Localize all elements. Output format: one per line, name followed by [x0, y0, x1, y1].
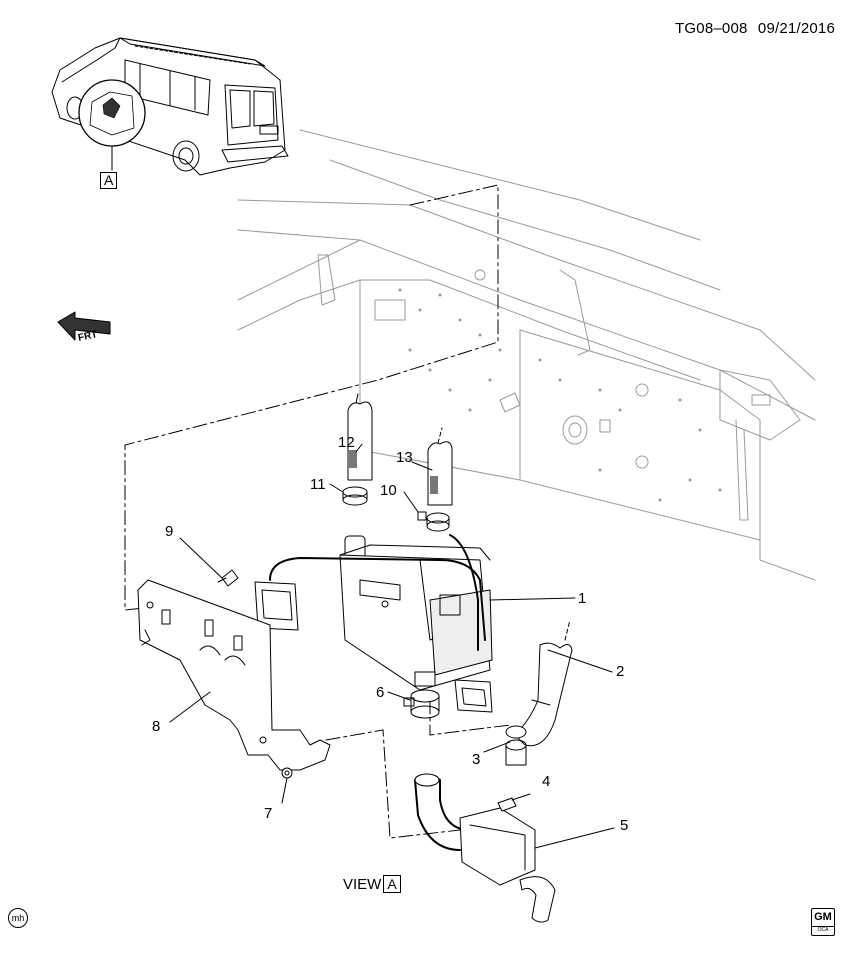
clamp-11 [342, 486, 368, 506]
view-label-text: VIEW [343, 876, 382, 893]
front-arrow-icon [57, 311, 111, 341]
callout-7: 7 [264, 805, 273, 822]
hose-2 [514, 619, 573, 747]
clamp-3 [505, 725, 527, 766]
detail-circle-content [89, 91, 135, 136]
callout-3: 3 [472, 751, 481, 768]
heater-unit [254, 534, 493, 713]
muffler-5 [414, 773, 556, 923]
callout-9: 9 [165, 523, 174, 540]
bracket-8 [137, 579, 331, 771]
gm-logo: GM OCA [811, 908, 835, 936]
leader-lines [169, 443, 615, 849]
callout-8: 8 [152, 718, 161, 735]
bolt-9 [217, 569, 239, 587]
callout-4: 4 [542, 773, 551, 790]
bolt-4 [497, 793, 531, 812]
gm-logo-sub: OCA [812, 926, 834, 934]
phantom-lines [124, 184, 511, 839]
callout-2: 2 [616, 663, 625, 680]
callout-5: 5 [620, 817, 629, 834]
vehicle-frame [237, 129, 816, 581]
diagram-date: 09/21/2016 [757, 20, 835, 37]
hose-12 [347, 393, 373, 481]
clamp-6 [403, 689, 440, 719]
illustrator-mark: mh [8, 908, 28, 928]
diagram-header: TG08–008 09/21/2016 [675, 20, 835, 37]
hose-13 [427, 427, 453, 506]
van-illustration [51, 37, 289, 176]
callout-10: 10 [380, 482, 397, 499]
callout-13: 13 [396, 449, 413, 466]
callout-11: 11 [310, 476, 326, 493]
callout-1: 1 [578, 590, 587, 607]
callout-12: 12 [338, 434, 355, 451]
gm-logo-main: GM [814, 911, 832, 923]
diagram-code: TG08–008 [675, 20, 748, 37]
clamp-10 [417, 511, 450, 532]
callout-6: 6 [376, 684, 385, 701]
view-marker-box: A [100, 172, 118, 189]
view-label-box: A [383, 875, 401, 893]
nut-7 [281, 767, 293, 779]
